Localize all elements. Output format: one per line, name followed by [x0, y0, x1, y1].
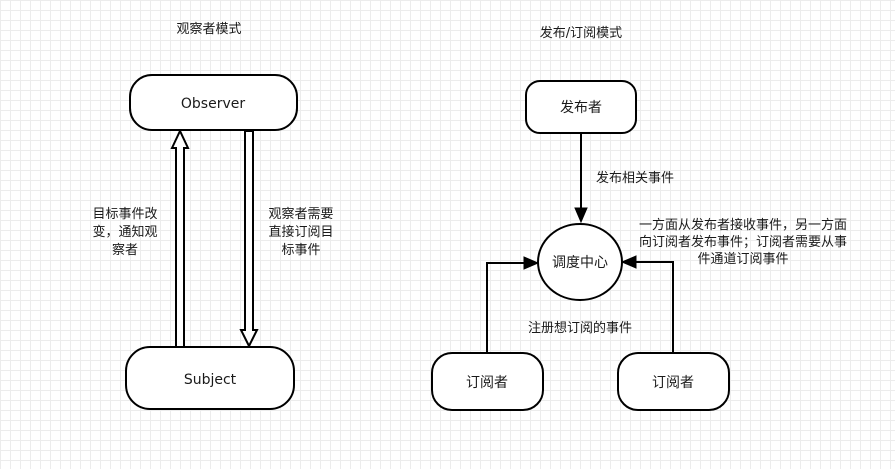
observer-node[interactable]: Observer: [129, 74, 298, 131]
subscriber-right-node-label: 订阅者: [652, 375, 694, 391]
notify-observer-label: 目标事件改 变，通知观 察者: [92, 207, 157, 258]
publish-events-label: 发布相关事件: [596, 170, 674, 186]
right-subscriber-to-center-edge: [620, 255, 674, 353]
publisher-to-center-edge: [574, 133, 588, 224]
subject-node[interactable]: Subject: [125, 346, 295, 410]
subscribe-target-label-line-2: 直接订阅目: [268, 224, 333, 240]
publisher-node-shape: [525, 80, 637, 134]
register-events-label: 注册想订阅的事件: [528, 320, 632, 336]
subscriber-right-node-shape: [617, 352, 730, 411]
subscribe-target-label-line-1: 观察者需要: [268, 207, 333, 222]
notify-observer-label-line-1: 目标事件改: [92, 207, 157, 222]
subject-to-observer-arrow: [170, 128, 190, 348]
subscriber-left-node-shape: [431, 352, 544, 411]
publisher-node-label: 发布者: [560, 100, 602, 116]
center-description-line-1: 一方面从发布者接收事件，另一方面: [639, 217, 847, 233]
observer-node-shape: [129, 74, 298, 131]
publisher-node[interactable]: 发布者: [525, 80, 637, 134]
center-description-line-2: 向订阅者发布事件；订阅者需要从事: [639, 234, 847, 250]
left-subscriber-to-center-edge: [486, 256, 540, 353]
notify-observer-label-line-3: 察者: [112, 243, 138, 258]
subscriber-left-node-label: 订阅者: [466, 375, 508, 391]
observer-node-label: Observer: [181, 96, 245, 112]
subscriber-right-node[interactable]: 订阅者: [617, 352, 730, 411]
observer-to-subject-arrow: [239, 130, 259, 349]
dispatch-center-node-shape: [537, 223, 623, 301]
dispatch-center-node[interactable]: 调度中心: [537, 223, 623, 301]
subject-node-shape: [125, 346, 295, 410]
pubsub-pattern-title: 发布/订阅模式: [540, 25, 622, 41]
subject-node-label: Subject: [184, 372, 237, 388]
notify-observer-label-line-2: 变，通知观: [92, 224, 157, 240]
dispatch-center-node-label: 调度中心: [552, 255, 608, 271]
subscribe-target-label: 观察者需要 直接订阅目 标事件: [268, 207, 333, 258]
observer-pattern-title: 观察者模式: [176, 22, 241, 37]
subscriber-left-node[interactable]: 订阅者: [431, 352, 544, 411]
center-description-line-3: 件通道订阅事件: [697, 252, 788, 267]
center-description: 一方面从发布者接收事件，另一方面 向订阅者发布事件；订阅者需要从事 件通道订阅事…: [639, 217, 847, 267]
subscribe-target-label-line-3: 标事件: [281, 243, 320, 258]
